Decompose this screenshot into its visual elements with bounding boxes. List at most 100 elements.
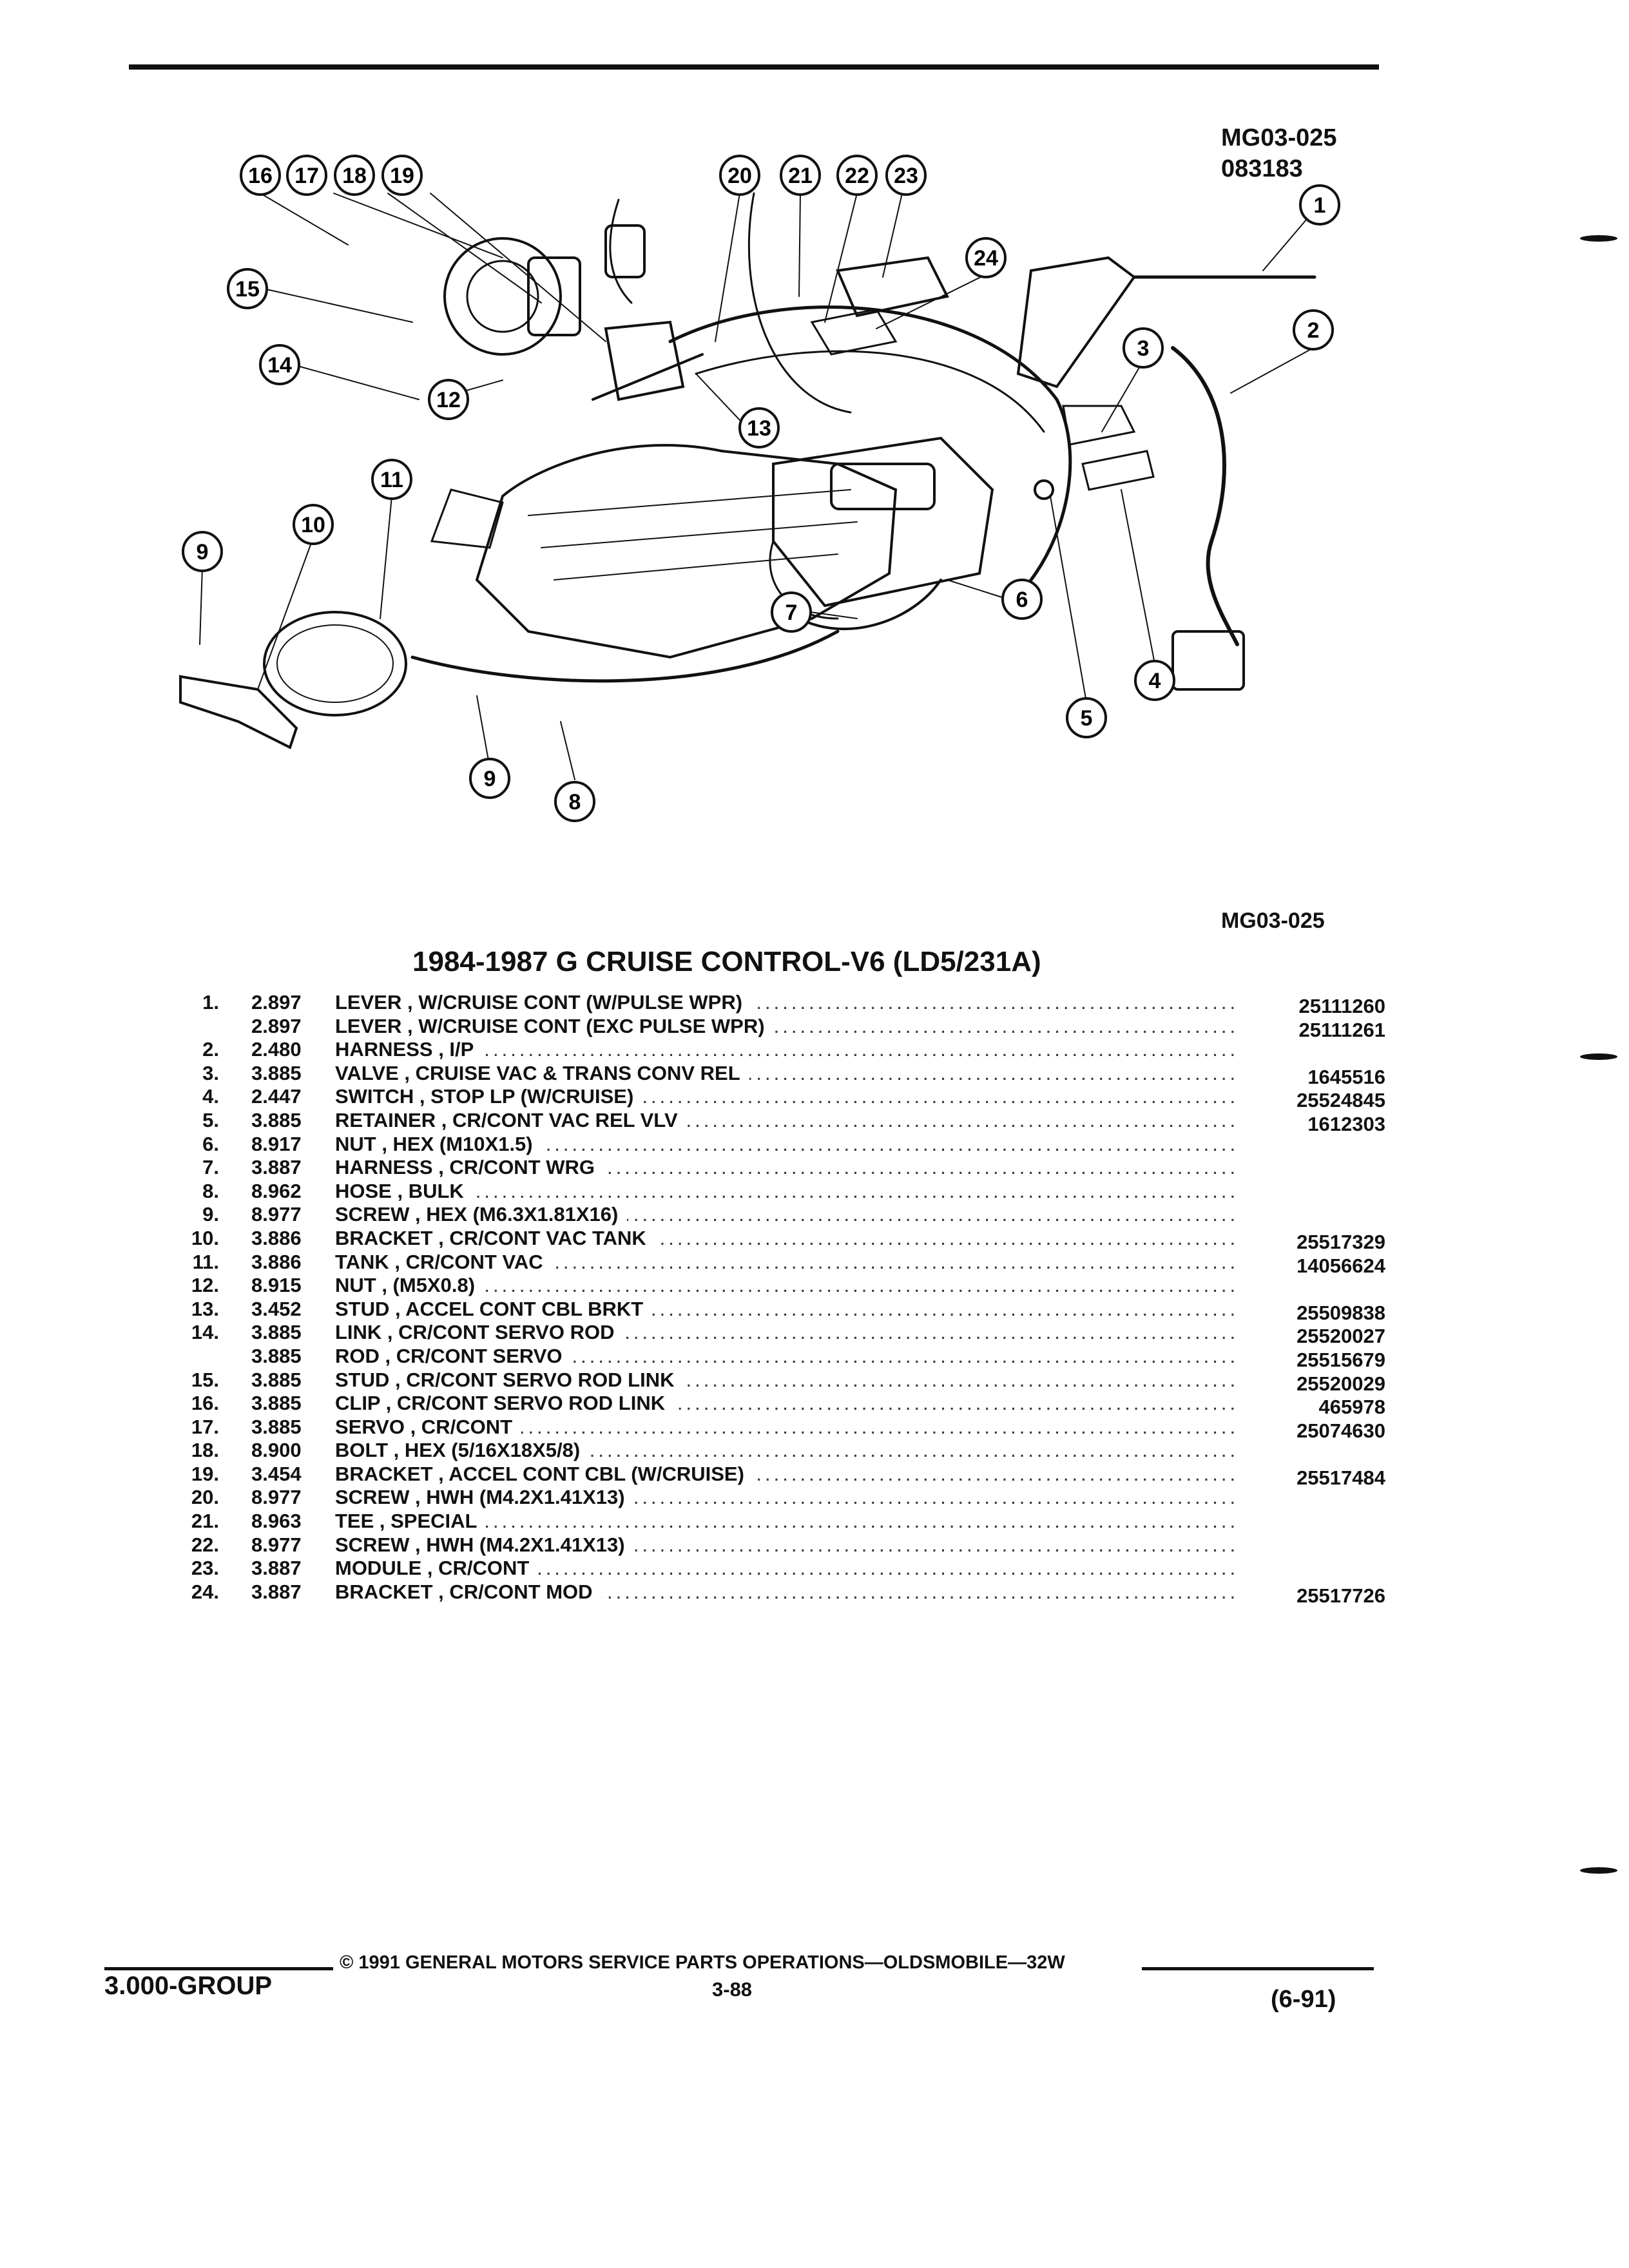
callout-13: 13 [738, 407, 780, 448]
part-number: 14056624 [1296, 1254, 1385, 1277]
callout-18: 18 [334, 155, 375, 196]
leader-dots: ........................................… [335, 1274, 1237, 1297]
footer-rule-left [104, 1967, 333, 1970]
item-number: 20. [191, 1486, 219, 1509]
part-description: LINK , CR/CONT SERVO ROD [335, 1321, 624, 1344]
item-number: 5. [202, 1108, 219, 1131]
parts-row: 14.3.885................................… [174, 1321, 1385, 1347]
part-number: 25517484 [1296, 1466, 1385, 1489]
parts-row: 22.8.977................................… [174, 1533, 1385, 1557]
part-description: MODULE , CR/CONT [335, 1557, 539, 1580]
parts-row: 5.3.885.................................… [174, 1108, 1385, 1135]
part-description: BRACKET , ACCEL CONT CBL (W/CRUISE) [335, 1462, 753, 1485]
callout-21: 21 [780, 155, 821, 196]
part-number: 25515679 [1296, 1348, 1385, 1371]
parts-row: 19.3.454................................… [174, 1462, 1385, 1489]
parts-row: 16.3.885................................… [174, 1392, 1385, 1418]
binder-hole-mark [1580, 1053, 1617, 1060]
part-description: NUT , HEX (M10X1.5) [335, 1132, 542, 1155]
parts-row: 21.8.963................................… [174, 1510, 1385, 1533]
item-number: 10. [191, 1226, 219, 1249]
part-description: HOSE , BULK [335, 1179, 473, 1202]
group-number: 3.885 [251, 1415, 302, 1438]
parts-row: 15.3.885................................… [174, 1368, 1385, 1395]
group-number: 8.977 [251, 1486, 302, 1509]
svg-text:16: 16 [248, 164, 273, 188]
part-number: 1612303 [1307, 1112, 1385, 1135]
callout-19: 19 [381, 155, 423, 196]
parts-row: 2.2.480.................................… [174, 1038, 1385, 1062]
engine-manifold [475, 443, 898, 659]
parts-row: 12.8.915................................… [174, 1274, 1385, 1298]
callout-16: 16 [240, 155, 281, 196]
cruise-module [836, 256, 949, 318]
parts-row: 11.3.886................................… [174, 1250, 1385, 1277]
exploded-parts-diagram: 1 2 3 4 5 6 7 8 9 9 10 11 12 13 14 15 16… [179, 155, 1340, 822]
group-number: 2.897 [251, 1014, 302, 1037]
footer-copyright: © 1991 GENERAL MOTORS SERVICE PARTS OPER… [340, 1952, 1065, 1973]
svg-text:18: 18 [342, 164, 367, 188]
group-number: 3.454 [251, 1462, 302, 1485]
group-number: 3.885 [251, 1061, 302, 1084]
svg-text:12: 12 [436, 388, 461, 412]
group-number: 3.885 [251, 1344, 302, 1367]
callout-4: 4 [1134, 660, 1175, 701]
svg-text:24: 24 [974, 246, 998, 271]
parts-row: 10.3.886................................… [174, 1226, 1385, 1253]
vacuum-hose-top [668, 305, 1072, 582]
svg-text:19: 19 [390, 164, 414, 188]
part-description: SCREW , HEX (M6.3X1.81X16) [335, 1203, 628, 1226]
callout-10: 10 [293, 504, 334, 545]
item-number: 24. [191, 1580, 219, 1603]
part-description: CLIP , CR/CONT SERVO ROD LINK [335, 1392, 675, 1415]
part-description: ROD , CR/CONT SERVO [335, 1344, 572, 1367]
top-rule [129, 64, 1379, 70]
callout-15: 15 [227, 268, 268, 309]
part-description: STUD , ACCEL CONT CBL BRKT [335, 1297, 653, 1320]
callout-3: 3 [1123, 327, 1164, 369]
group-number: 3.885 [251, 1108, 302, 1131]
group-number: 2.480 [251, 1038, 302, 1061]
part-description: NUT , (M5X0.8) [335, 1274, 485, 1297]
group-number: 8.963 [251, 1510, 302, 1533]
item-number: 14. [191, 1321, 219, 1344]
item-number: 11. [192, 1250, 219, 1273]
part-number: 25524845 [1296, 1089, 1385, 1112]
svg-text:3: 3 [1137, 336, 1150, 361]
callout-20: 20 [719, 155, 760, 196]
binder-hole-mark [1580, 1867, 1617, 1874]
vacuum-tank [263, 611, 407, 716]
footer-rule-right [1142, 1967, 1374, 1970]
parts-row: 24.3.887................................… [174, 1580, 1385, 1607]
servo-body [443, 237, 562, 356]
svg-text:9: 9 [484, 767, 496, 791]
svg-text:23: 23 [894, 164, 918, 188]
item-number: 18. [191, 1439, 219, 1462]
callout-12: 12 [428, 379, 469, 420]
part-number: 25509838 [1296, 1301, 1385, 1324]
callout-7: 7 [771, 591, 812, 633]
part-description: SERVO , CR/CONT [335, 1415, 522, 1438]
cruise-harness [798, 579, 942, 631]
callout-14: 14 [259, 344, 300, 385]
footer-page-number: 3-88 [712, 1978, 753, 2001]
figure-code: MG03-025 [1221, 124, 1337, 151]
callout-17: 17 [286, 155, 327, 196]
item-number: 2. [202, 1038, 219, 1061]
callout-6: 6 [1001, 579, 1043, 620]
part-number: 25074630 [1296, 1419, 1385, 1442]
callout-9: 9 [469, 758, 510, 799]
group-number: 3.886 [251, 1250, 302, 1273]
callout-8: 8 [554, 781, 595, 822]
leader-dots: ........................................… [335, 1179, 1237, 1202]
svg-text:4: 4 [1149, 669, 1161, 693]
group-number: 3.887 [251, 1156, 302, 1179]
tank-bracket [179, 675, 298, 749]
parts-row: 20.8.977................................… [174, 1486, 1385, 1510]
part-description: VALVE , CRUISE VAC & TRANS CONV REL [335, 1061, 749, 1084]
svg-text:22: 22 [845, 164, 869, 188]
parts-row: 17.3.885................................… [174, 1415, 1385, 1442]
item-number: 8. [202, 1179, 219, 1202]
parts-row: 18.8.900................................… [174, 1439, 1385, 1463]
accel-bracket [604, 320, 685, 401]
